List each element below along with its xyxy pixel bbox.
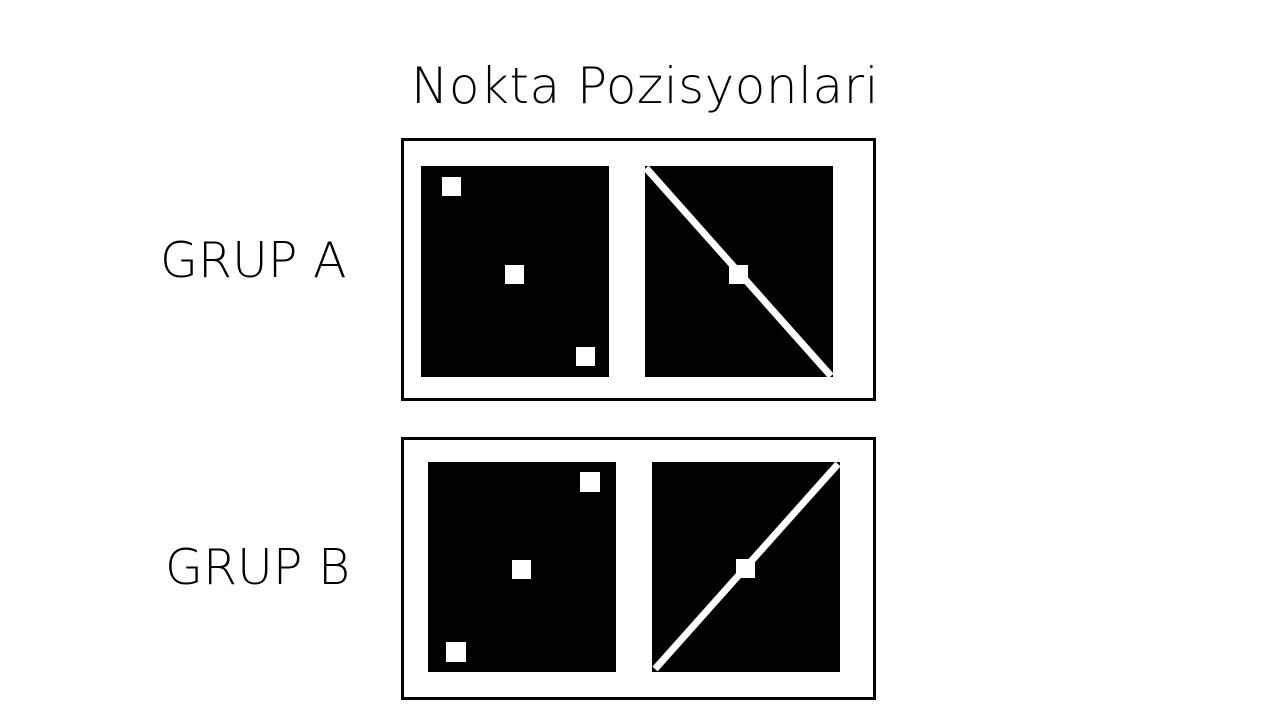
group-a-label: GRUP A [160, 232, 347, 289]
dot-center [505, 265, 524, 284]
group-a-dots-panel [421, 166, 609, 377]
group-b-label: GRUP B [165, 539, 351, 596]
dot-center [729, 265, 748, 284]
group-a [401, 138, 876, 401]
group-b [401, 437, 876, 700]
group-a-line-panel [643, 165, 834, 379]
group-a-frame [401, 138, 876, 401]
group-b-dots-panel [428, 462, 616, 672]
dot-bottom-left [446, 642, 466, 662]
dot-top-right [580, 472, 600, 492]
group-b-frame [401, 437, 876, 700]
dot-center [512, 560, 531, 579]
dot-center [736, 559, 755, 578]
group-b-line-panel [652, 461, 841, 672]
dot-top-left [442, 177, 461, 196]
page-title: Nokta Pozisyonlari [410, 57, 880, 115]
dot-bottom-right [576, 347, 595, 366]
